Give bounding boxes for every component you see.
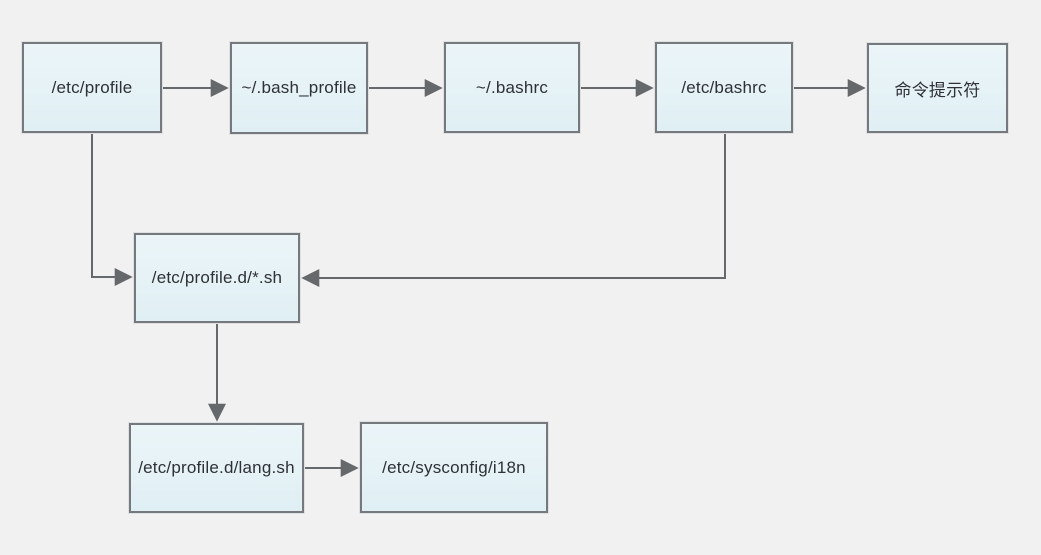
node-etc-profile: /etc/profile [22, 42, 162, 133]
node-sysconfig-i18n: /etc/sysconfig/i18n [360, 422, 548, 513]
edge-etc-bashrc-to-profile-d-sh [301, 134, 726, 287]
node-bashrc: ~/.bashrc [444, 42, 580, 133]
node-bash-profile: ~/.bash_profile [230, 42, 368, 134]
node-profile-d-sh: /etc/profile.d/*.sh [134, 233, 300, 323]
node-lang-sh: /etc/profile.d/lang.sh [129, 423, 304, 513]
node-etc-bashrc: /etc/bashrc [655, 42, 793, 133]
edge-etc-profile-to-profile-d-sh [91, 134, 133, 286]
node-command-prompt: 命令提示符 [867, 43, 1008, 133]
